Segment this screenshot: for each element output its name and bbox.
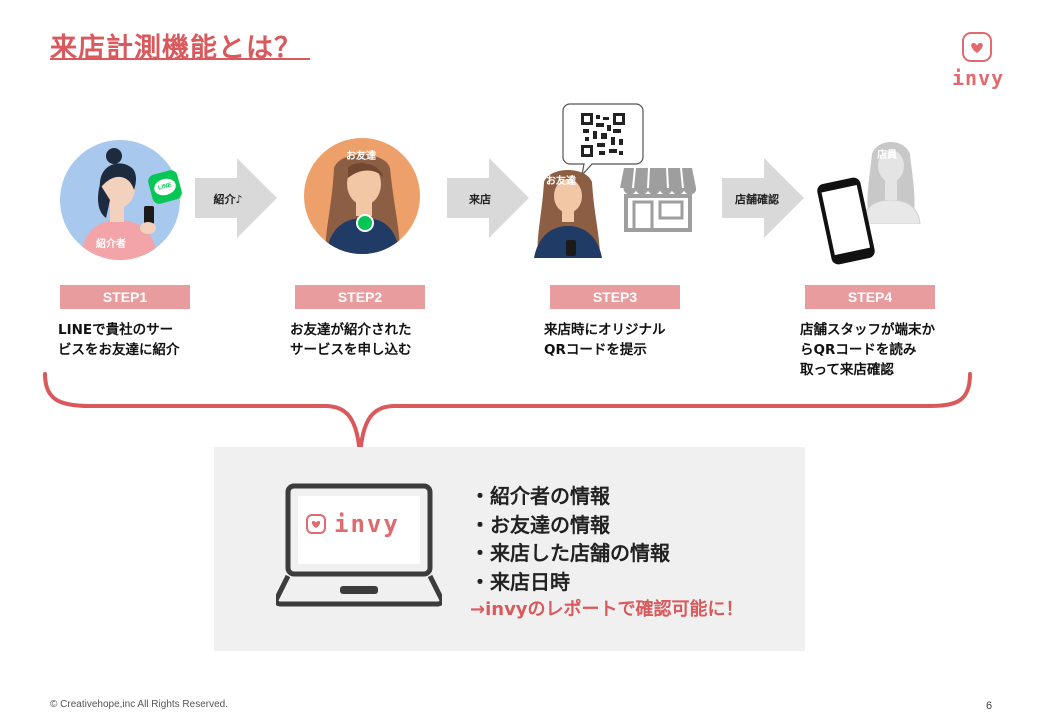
staff-illustration	[861, 142, 921, 224]
arrow-label-store-check: 店舗確認	[735, 193, 779, 206]
step1-desc-line: ビスをお友達に紹介	[58, 342, 180, 358]
step4-description: 店舗スタッフが端末か らQRコードを読み 取って来店確認	[800, 320, 975, 380]
step1-description: LINEで貴社のサー ビスをお友達に紹介	[58, 320, 233, 360]
step2-badge: STEP2	[295, 285, 425, 309]
visiting-friend-label: お友達	[546, 176, 576, 187]
arrow-label-introduce: 紹介♪	[213, 193, 243, 206]
info-item: ・紹介者の情報	[470, 484, 610, 508]
step3-desc-line: QRコードを提示	[544, 342, 647, 358]
friend-label: お友達	[346, 151, 376, 162]
store-icon	[620, 167, 696, 232]
step3-badge: STEP3	[550, 285, 680, 309]
laptop-icon	[276, 483, 442, 607]
info-item: ・来店日時	[470, 569, 570, 594]
step1-badge: STEP1	[60, 285, 190, 309]
smartphone-icon	[817, 177, 875, 265]
title-underline	[50, 58, 310, 60]
staff-label: 店員	[877, 150, 897, 161]
line-app-icon	[356, 214, 374, 232]
laptop-logo-text: invy	[334, 510, 400, 538]
qr-code-icon	[581, 113, 625, 157]
step1-desc-line: LINEで貴社のサー	[58, 322, 174, 338]
line-badge-text: LINE	[152, 176, 178, 198]
step2-description: お友達が紹介された サービスを申し込む	[290, 320, 465, 360]
report-note: →invyのレポートで確認可能に！	[470, 599, 744, 620]
heart-badge-icon	[306, 514, 326, 534]
step3-desc-line: 来店時にオリジナル	[544, 322, 666, 338]
info-list: ・紹介者の情報 ・お友達の情報 ・来店した店舗の情報 ・来店日時 →invyのレ…	[470, 482, 744, 624]
visiting-friend-illustration: お友達	[528, 160, 608, 258]
referrer-label: 紹介者	[96, 239, 126, 250]
laptop-screen-logo: invy	[306, 510, 400, 538]
arrow-right-icon	[722, 158, 804, 238]
step4-desc-line: 店舗スタッフが端末か	[800, 322, 935, 338]
arrow-label-visit: 来店	[469, 193, 491, 206]
heart-badge-icon	[962, 32, 992, 62]
info-item: ・お友達の情報	[470, 512, 610, 537]
step4-badge: STEP4	[805, 285, 935, 309]
friend-illustration: お友達	[304, 138, 420, 254]
step2-desc-line: お友達が紹介された	[290, 322, 412, 338]
arrow-right-icon	[195, 158, 277, 238]
invy-logo: invy	[948, 30, 1008, 90]
logo-text: invy	[952, 66, 1005, 90]
step3-description: 来店時にオリジナル QRコードを提示	[544, 320, 719, 360]
step4-desc-line: 取って来店確認	[800, 362, 894, 378]
step4-desc-line: らQRコードを読み	[800, 342, 917, 358]
page-number: 6	[986, 700, 993, 712]
arrow-right-icon	[447, 158, 529, 238]
info-item: ・来店した店舗の情報	[470, 541, 670, 565]
copyright: © Creativehope,inc All Rights Reserved.	[50, 699, 229, 710]
step2-desc-line: サービスを申し込む	[290, 342, 412, 358]
